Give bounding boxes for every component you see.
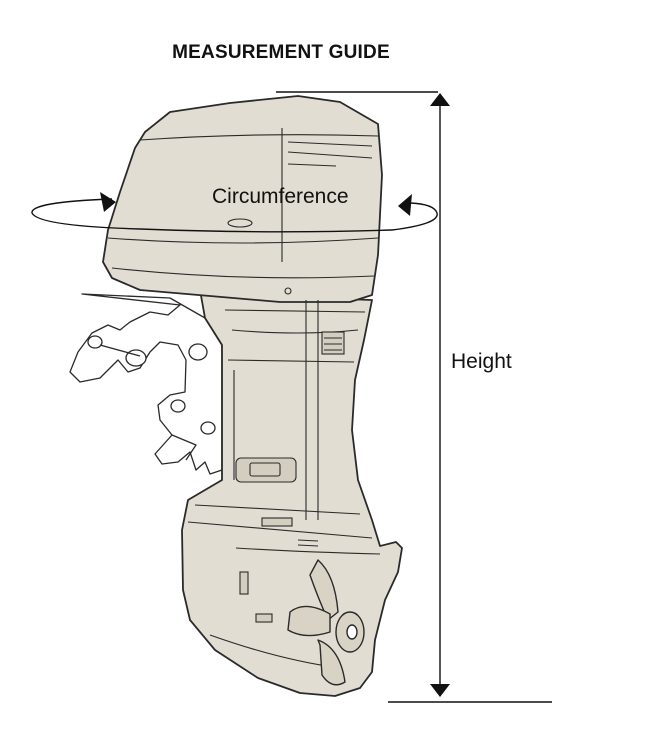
propeller [287, 559, 365, 686]
circumference-arrow-right-icon [398, 194, 412, 216]
circumference-indicator [31, 198, 438, 233]
circumference-label: Circumference [212, 185, 349, 208]
mounting-bracket [69, 293, 223, 475]
cowling-details [107, 128, 379, 295]
height-indicator [276, 91, 552, 703]
height-arrow-up-icon [430, 93, 450, 106]
circumference-arrow-left-icon [100, 192, 116, 212]
circumference-ellipse-left [31, 198, 141, 230]
midsection-details [224, 300, 366, 520]
height-label: Height [451, 350, 512, 373]
motor-body [102, 95, 403, 697]
height-arrow-down-icon [430, 684, 450, 697]
circumference-ellipse-front [139, 228, 393, 233]
circumference-ellipse-right [391, 202, 438, 231]
page-title: MEASUREMENT GUIDE [172, 42, 390, 63]
